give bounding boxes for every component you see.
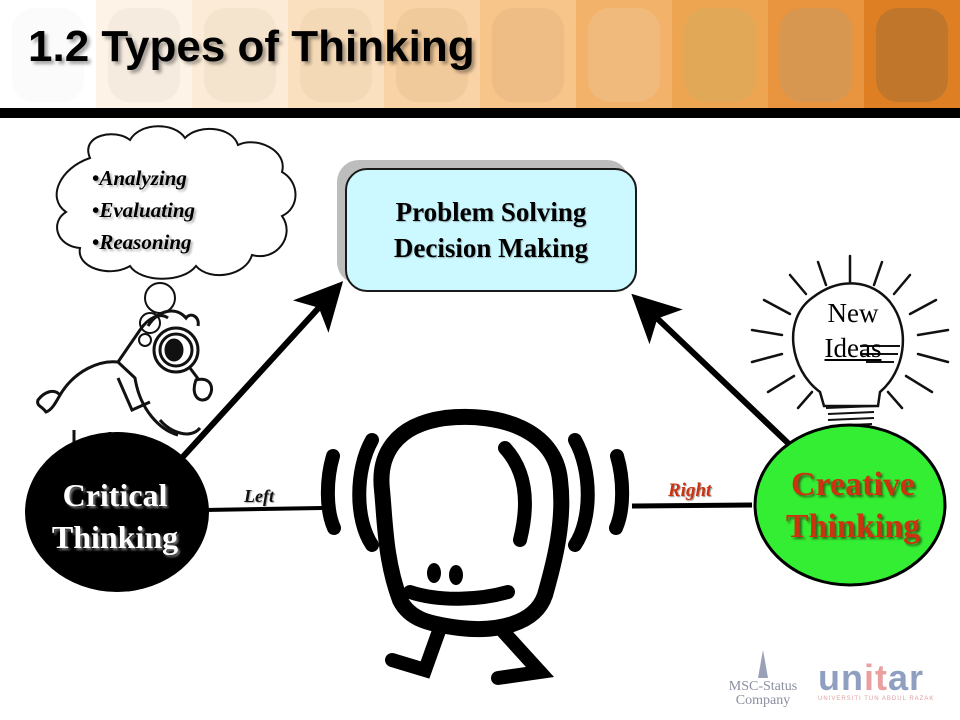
critical-thinking-node bbox=[25, 432, 209, 592]
bulb-line-1: New bbox=[827, 298, 879, 328]
critical-line-1: Critical bbox=[62, 477, 168, 513]
unitar-wordmark: unitar bbox=[818, 660, 952, 696]
bulb-line-2: Ideas bbox=[824, 333, 882, 363]
header-panel bbox=[384, 0, 480, 108]
header-panel bbox=[480, 0, 576, 108]
goal-line-2: Decision Making bbox=[393, 233, 589, 263]
cloud-item-evaluating: Evaluating bbox=[92, 194, 195, 226]
problem-solving-box: Problem Solving Decision Making bbox=[345, 168, 637, 292]
unitar-word-post: ar bbox=[887, 657, 925, 698]
msc-status-logo: MSC-Status Company bbox=[718, 650, 808, 708]
goal-line-1: Problem Solving bbox=[395, 197, 587, 227]
creative-line-1: Creative bbox=[791, 466, 915, 503]
unitar-logo: unitar UNIVERSITI TUN ABDUL RAZAK bbox=[818, 660, 952, 703]
thought-cloud-list: Analyzing Evaluating Reasoning bbox=[92, 162, 195, 258]
header-panel bbox=[192, 0, 288, 108]
creative-thinking-label: Creative Thinking bbox=[768, 464, 938, 548]
msc-tower-icon bbox=[758, 650, 768, 678]
slide-title: 1.2 Types of Thinking bbox=[28, 22, 475, 71]
header-panel bbox=[768, 0, 864, 108]
msc-line-1: MSC-Status bbox=[728, 679, 798, 694]
left-connector-line bbox=[204, 506, 323, 512]
header-panel bbox=[288, 0, 384, 108]
header-band bbox=[0, 0, 960, 108]
header-panel bbox=[0, 0, 96, 108]
header-panel bbox=[672, 0, 768, 108]
brain-character-icon bbox=[320, 408, 630, 685]
right-hemisphere-label: Right bbox=[668, 480, 712, 501]
unitar-word-pre: un bbox=[818, 657, 864, 698]
unitar-subtitle: UNIVERSITI TUN ABDUL RAZAK bbox=[818, 696, 935, 702]
left-hemisphere-label: Left bbox=[244, 486, 274, 506]
header-panel bbox=[576, 0, 672, 108]
header-divider bbox=[0, 108, 960, 118]
arrow-creative-to-goal bbox=[631, 293, 793, 448]
detective-magnifier-icon bbox=[36, 309, 213, 452]
cloud-item-analyzing: Analyzing bbox=[92, 162, 195, 194]
arrow-critical-to-goal bbox=[177, 281, 344, 463]
header-panel bbox=[864, 0, 960, 108]
creative-line-2: Thinking bbox=[785, 508, 921, 545]
creative-thinking-node bbox=[753, 423, 947, 587]
unitar-word-it: it bbox=[863, 657, 888, 698]
cloud-item-reasoning: Reasoning bbox=[92, 226, 195, 258]
header-panel bbox=[96, 0, 192, 108]
lightbulb-icon bbox=[750, 254, 950, 433]
critical-thinking-label: Critical Thinking bbox=[30, 474, 200, 558]
right-connector-line bbox=[631, 502, 753, 509]
new-ideas-text: New Ideas bbox=[812, 296, 894, 366]
msc-line-2: Company bbox=[735, 693, 791, 708]
critical-line-2: Thinking bbox=[51, 519, 179, 555]
